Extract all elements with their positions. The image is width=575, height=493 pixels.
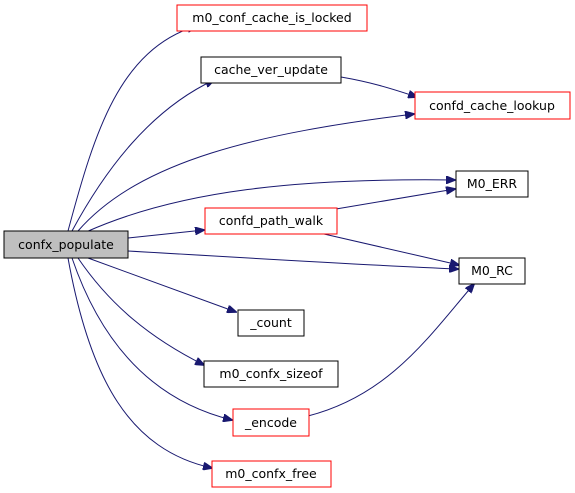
node-encode[interactable]: _encode [232, 408, 310, 437]
node-box [414, 91, 571, 120]
node-label: m0_confx_sizeof [219, 366, 323, 381]
edge-confx-populate-to-confd-cache-lookup [77, 114, 414, 232]
node-label: m0_confx_free [225, 466, 317, 481]
node-label: confd_cache_lookup [429, 98, 555, 113]
edge-confx-populate-to-confd-path-walk [127, 230, 204, 239]
node-label: M0_ERR [467, 176, 518, 191]
node-confd-cache-lookup[interactable]: confd_cache_lookup [414, 91, 571, 120]
edge-confx-populate-to-m0-conf-cache-is-locked [67, 26, 196, 232]
edge-confx-populate-to-count [87, 257, 236, 312]
node-m0-conf-cache-is-locked[interactable]: m0_conf_cache_is_locked [176, 4, 368, 32]
node-count[interactable]: _count [237, 309, 305, 337]
edge-encode-to-m0-rc [307, 284, 474, 417]
node-box [211, 460, 332, 488]
edge-confx-populate-to-encode [71, 257, 232, 420]
node-confx-populate[interactable]: confx_populate [3, 230, 129, 259]
node-label: m0_conf_cache_is_locked [192, 10, 351, 25]
edge-confd-path-walk-to-m0-err [335, 189, 455, 210]
edges [67, 26, 474, 468]
node-label: confd_path_walk [219, 213, 324, 228]
edge-confx-populate-to-cache-ver-update [71, 80, 214, 232]
edge-cache-ver-update-to-confd-cache-lookup [340, 76, 417, 97]
node-confd-path-walk[interactable]: confd_path_walk [204, 207, 338, 235]
node-box [203, 360, 339, 388]
edge-confx-populate-to-m0-confx-free [67, 257, 212, 468]
node-box [3, 230, 129, 259]
node-m0-confx-free[interactable]: m0_confx_free [211, 460, 332, 488]
node-box [200, 56, 342, 84]
node-m0-confx-sizeof[interactable]: m0_confx_sizeof [203, 360, 339, 388]
edge-confd-path-walk-to-m0-rc [323, 233, 459, 265]
node-label: _count [249, 315, 292, 330]
node-box [232, 408, 310, 437]
node-label: M0_RC [471, 263, 513, 278]
node-cache-ver-update[interactable]: cache_ver_update [200, 56, 342, 84]
edge-confx-populate-to-m0-rc [127, 250, 458, 269]
node-box [176, 4, 368, 32]
node-box [455, 170, 529, 198]
node-label: cache_ver_update [214, 62, 328, 77]
node-label: confx_populate [18, 237, 114, 252]
node-m0-rc[interactable]: M0_RC [458, 257, 526, 285]
node-m0-err[interactable]: M0_ERR [455, 170, 529, 198]
edge-confx-populate-to-m0-err [85, 180, 455, 233]
node-box [458, 257, 526, 285]
node-label: _encode [244, 415, 297, 430]
node-box [204, 207, 338, 235]
node-box [237, 309, 305, 337]
edge-confx-populate-to-m0-confx-sizeof [77, 257, 204, 365]
